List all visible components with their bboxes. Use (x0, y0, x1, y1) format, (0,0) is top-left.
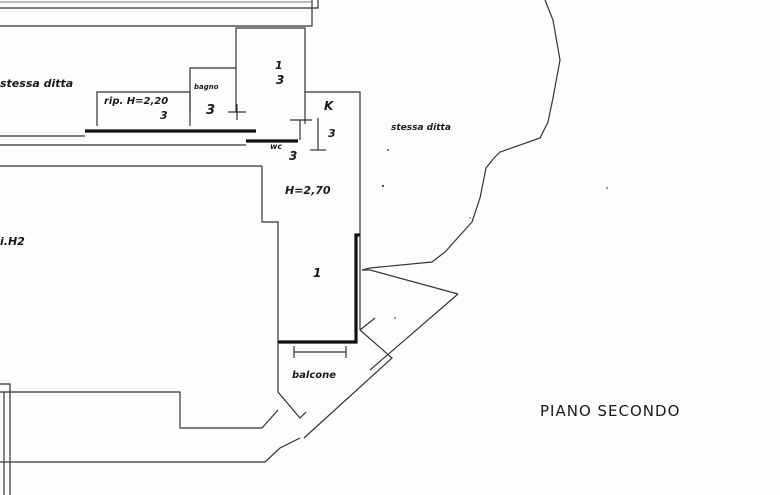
label-height: H=2,70 (285, 184, 331, 197)
label-bagno: bagno (194, 83, 219, 91)
label-stessa-ditta-right: stessa ditta (391, 123, 451, 133)
top-exterior-wall (0, 0, 319, 27)
balcony-walls (277, 269, 459, 439)
label-room-top: 1 (275, 59, 283, 72)
scan-specks (381, 149, 608, 319)
label-rip-sub: 3 (160, 109, 168, 122)
fixture-marks (228, 104, 326, 151)
main-room-walls (261, 166, 361, 344)
right-exterior-boundary (361, 0, 561, 271)
label-balcone: balcone (292, 370, 337, 381)
label-main-room: 1 (313, 266, 322, 280)
plan-title: PIANO SECONDO (540, 402, 681, 420)
lower-wall (0, 383, 301, 495)
storage-room-walls (96, 91, 191, 126)
label-left-edge: i.H2 (0, 235, 25, 248)
label-k-sub: 3 (328, 127, 336, 140)
label-bagno-sub: 3 (206, 103, 216, 118)
label-room-top-sub: 3 (276, 73, 285, 87)
label-k: K (324, 99, 334, 113)
label-wc-sub: 3 (289, 149, 298, 163)
bold-floor-line (0, 129, 298, 167)
label-stessa-ditta-left: stessa ditta (0, 77, 74, 90)
label-wc: wc (270, 142, 283, 151)
label-rip: rip. H=2,20 (104, 96, 169, 107)
